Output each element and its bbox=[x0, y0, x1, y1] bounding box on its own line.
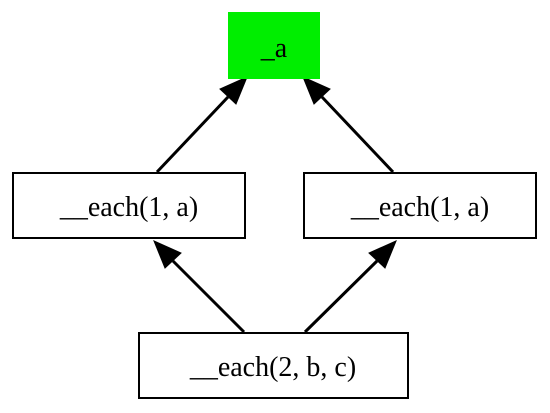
edge-left-to-a bbox=[155, 76, 248, 174]
edge-bottom-to-right bbox=[303, 240, 397, 334]
node-bottom: __each(2, b, c) bbox=[138, 332, 409, 399]
edges bbox=[153, 76, 397, 334]
node-left-box bbox=[12, 172, 246, 239]
node-right: __each(1, a) bbox=[303, 172, 537, 239]
edge-bottom-to-left bbox=[153, 240, 246, 334]
edge-right-to-a bbox=[302, 76, 395, 174]
node-bottom-box bbox=[138, 332, 409, 399]
node-bottom-label: __each(2, b, c) bbox=[189, 352, 356, 383]
node-a-box bbox=[228, 12, 320, 79]
node-left: __each(1, a) bbox=[12, 172, 246, 239]
node-left-label: __each(1, a) bbox=[59, 192, 198, 223]
node-right-box bbox=[303, 172, 537, 239]
node-right-label: __each(1, a) bbox=[350, 192, 489, 223]
node-a-label: _a bbox=[260, 33, 288, 64]
node-a: _a bbox=[228, 12, 320, 79]
